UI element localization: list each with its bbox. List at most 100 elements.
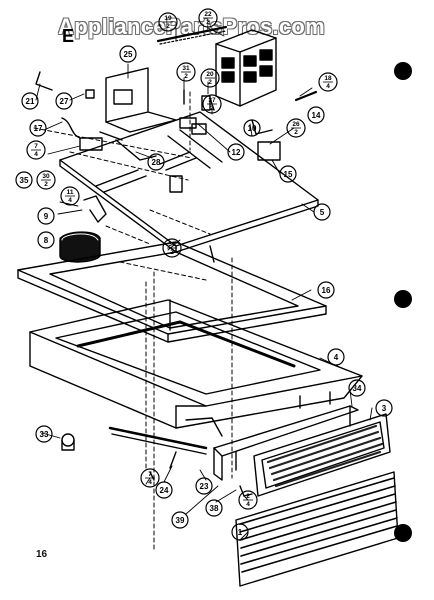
callout-10: [243, 119, 261, 137]
label-1: 1: [238, 528, 243, 537]
small-components: [35, 71, 318, 263]
label-15: 15: [284, 170, 293, 179]
label-21: 21: [26, 97, 35, 106]
svg-text:20: 20: [206, 71, 214, 78]
label-9: 9: [44, 212, 49, 221]
svg-text:22: 22: [204, 11, 212, 18]
label-24: 24: [160, 486, 169, 495]
callout-34: [348, 379, 366, 397]
binder-hole-top: [394, 62, 412, 80]
callout-39: [171, 511, 189, 529]
svg-text:2: 2: [208, 79, 212, 86]
svg-text:2: 2: [210, 105, 214, 112]
svg-text:4: 4: [34, 151, 38, 158]
hardware: [61, 433, 253, 497]
svg-text:30: 30: [42, 173, 50, 180]
assembly-lines: [33, 91, 233, 553]
svg-text:11: 11: [67, 189, 74, 196]
callout-25: [119, 45, 137, 63]
label-4: 4: [334, 353, 339, 362]
callout-8: [37, 231, 55, 249]
svg-text:2: 2: [246, 493, 250, 500]
svg-text:2: 2: [166, 23, 170, 30]
callouts: [15, 45, 393, 541]
callout-35: [15, 171, 33, 189]
svg-text:18: 18: [324, 75, 332, 82]
callout-14: [307, 106, 325, 124]
label-28: 28: [152, 158, 161, 167]
callout-28: [147, 153, 165, 171]
callout-38: [205, 499, 223, 517]
callout-12: [227, 143, 245, 161]
mounting-bracket: [105, 67, 177, 133]
fraction-30: 30 2: [41, 173, 51, 188]
svg-text:7: 7: [148, 471, 152, 478]
callout-23: [195, 477, 213, 495]
svg-text:37: 37: [208, 97, 216, 104]
capacitor: [61, 233, 99, 241]
chassis-base-plate: [59, 111, 319, 263]
svg-text:19: 19: [164, 15, 172, 22]
label-25: 25: [124, 50, 133, 59]
svg-text:7: 7: [34, 143, 38, 150]
fraction-20: 20 2: [205, 71, 215, 86]
label-35: 35: [20, 176, 29, 185]
callout-16: [317, 281, 335, 299]
callout-27: [55, 92, 73, 110]
label-33: 33: [40, 430, 49, 439]
fraction-callouts: [26, 8, 338, 510]
callout-5: [313, 203, 331, 221]
svg-text:31: 31: [182, 65, 190, 72]
label-10: 10: [248, 124, 257, 133]
label-27: 27: [60, 97, 69, 106]
svg-text:2: 2: [44, 181, 48, 188]
front-rail: [108, 426, 208, 469]
fraction-26: 26 2: [291, 121, 301, 136]
fraction-11: 11 4: [65, 189, 75, 204]
fraction-19: 19 2: [163, 15, 173, 30]
svg-text:4: 4: [68, 197, 72, 204]
control-relay-assembly: [215, 29, 277, 107]
fraction-2: 2 4: [243, 493, 253, 508]
grille-mounting: [213, 405, 359, 481]
leader-lines: [35, 27, 373, 541]
fraction-31: 31 2: [181, 65, 191, 80]
page-number: 16: [36, 549, 48, 560]
label-3: 3: [382, 404, 387, 413]
label-14: 14: [312, 111, 321, 120]
svg-text:2: 2: [184, 73, 188, 80]
callout-4: [327, 348, 345, 366]
svg-text:4: 4: [246, 501, 250, 508]
label-5: 5: [320, 208, 325, 217]
louvered-front-panel: [235, 471, 399, 587]
fraction-36: 36 2: [167, 241, 177, 256]
svg-text:36: 36: [168, 241, 176, 248]
heater-strip: [156, 25, 228, 45]
binder-hole-bottom: [394, 524, 412, 542]
svg-text:2: 2: [206, 19, 210, 26]
callout-21: [21, 92, 39, 110]
label-12: 12: [232, 148, 241, 157]
callout-1: [231, 523, 249, 541]
label-17: 17: [34, 124, 43, 133]
label-8: 8: [44, 236, 49, 245]
section-letter: E: [62, 26, 74, 46]
binder-hole-middle: [394, 290, 412, 308]
svg-text:4: 4: [148, 479, 152, 486]
fraction-22: 22 2: [203, 11, 213, 26]
fraction-7-lower: 7 4: [145, 471, 155, 486]
cabinet-frame: [17, 241, 327, 343]
svg-text:26: 26: [292, 121, 300, 128]
filter-grille-frame: [253, 413, 391, 497]
svg-text:4: 4: [326, 83, 330, 90]
fraction-37: 37 2: [207, 97, 217, 112]
callout-33: [35, 425, 53, 443]
fraction-7-upper: 7 4: [31, 143, 41, 158]
label-16: 16: [322, 286, 331, 295]
svg-text:2: 2: [170, 249, 174, 256]
callout-24: [155, 481, 173, 499]
callout-3: [375, 399, 393, 417]
label-39: 39: [176, 516, 185, 525]
